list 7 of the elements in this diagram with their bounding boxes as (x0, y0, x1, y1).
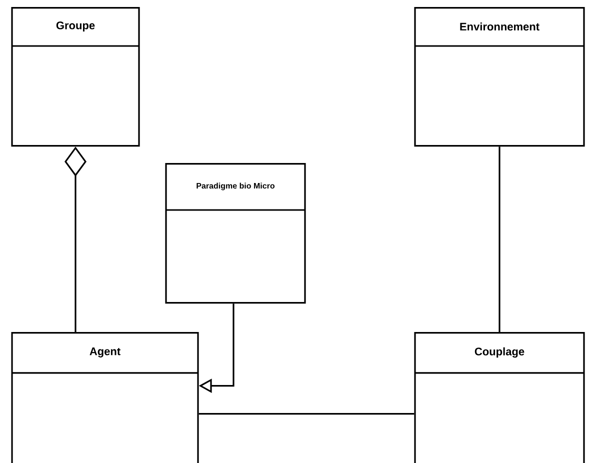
class-box: Environnement (414, 7, 585, 147)
class-box: Couplage (414, 332, 585, 463)
class-box: Agent (11, 332, 199, 463)
class-box: Paradigme bio Micro (165, 162, 306, 304)
connector (498, 146, 500, 332)
class-box: Groupe (11, 7, 140, 147)
connector (198, 412, 414, 415)
